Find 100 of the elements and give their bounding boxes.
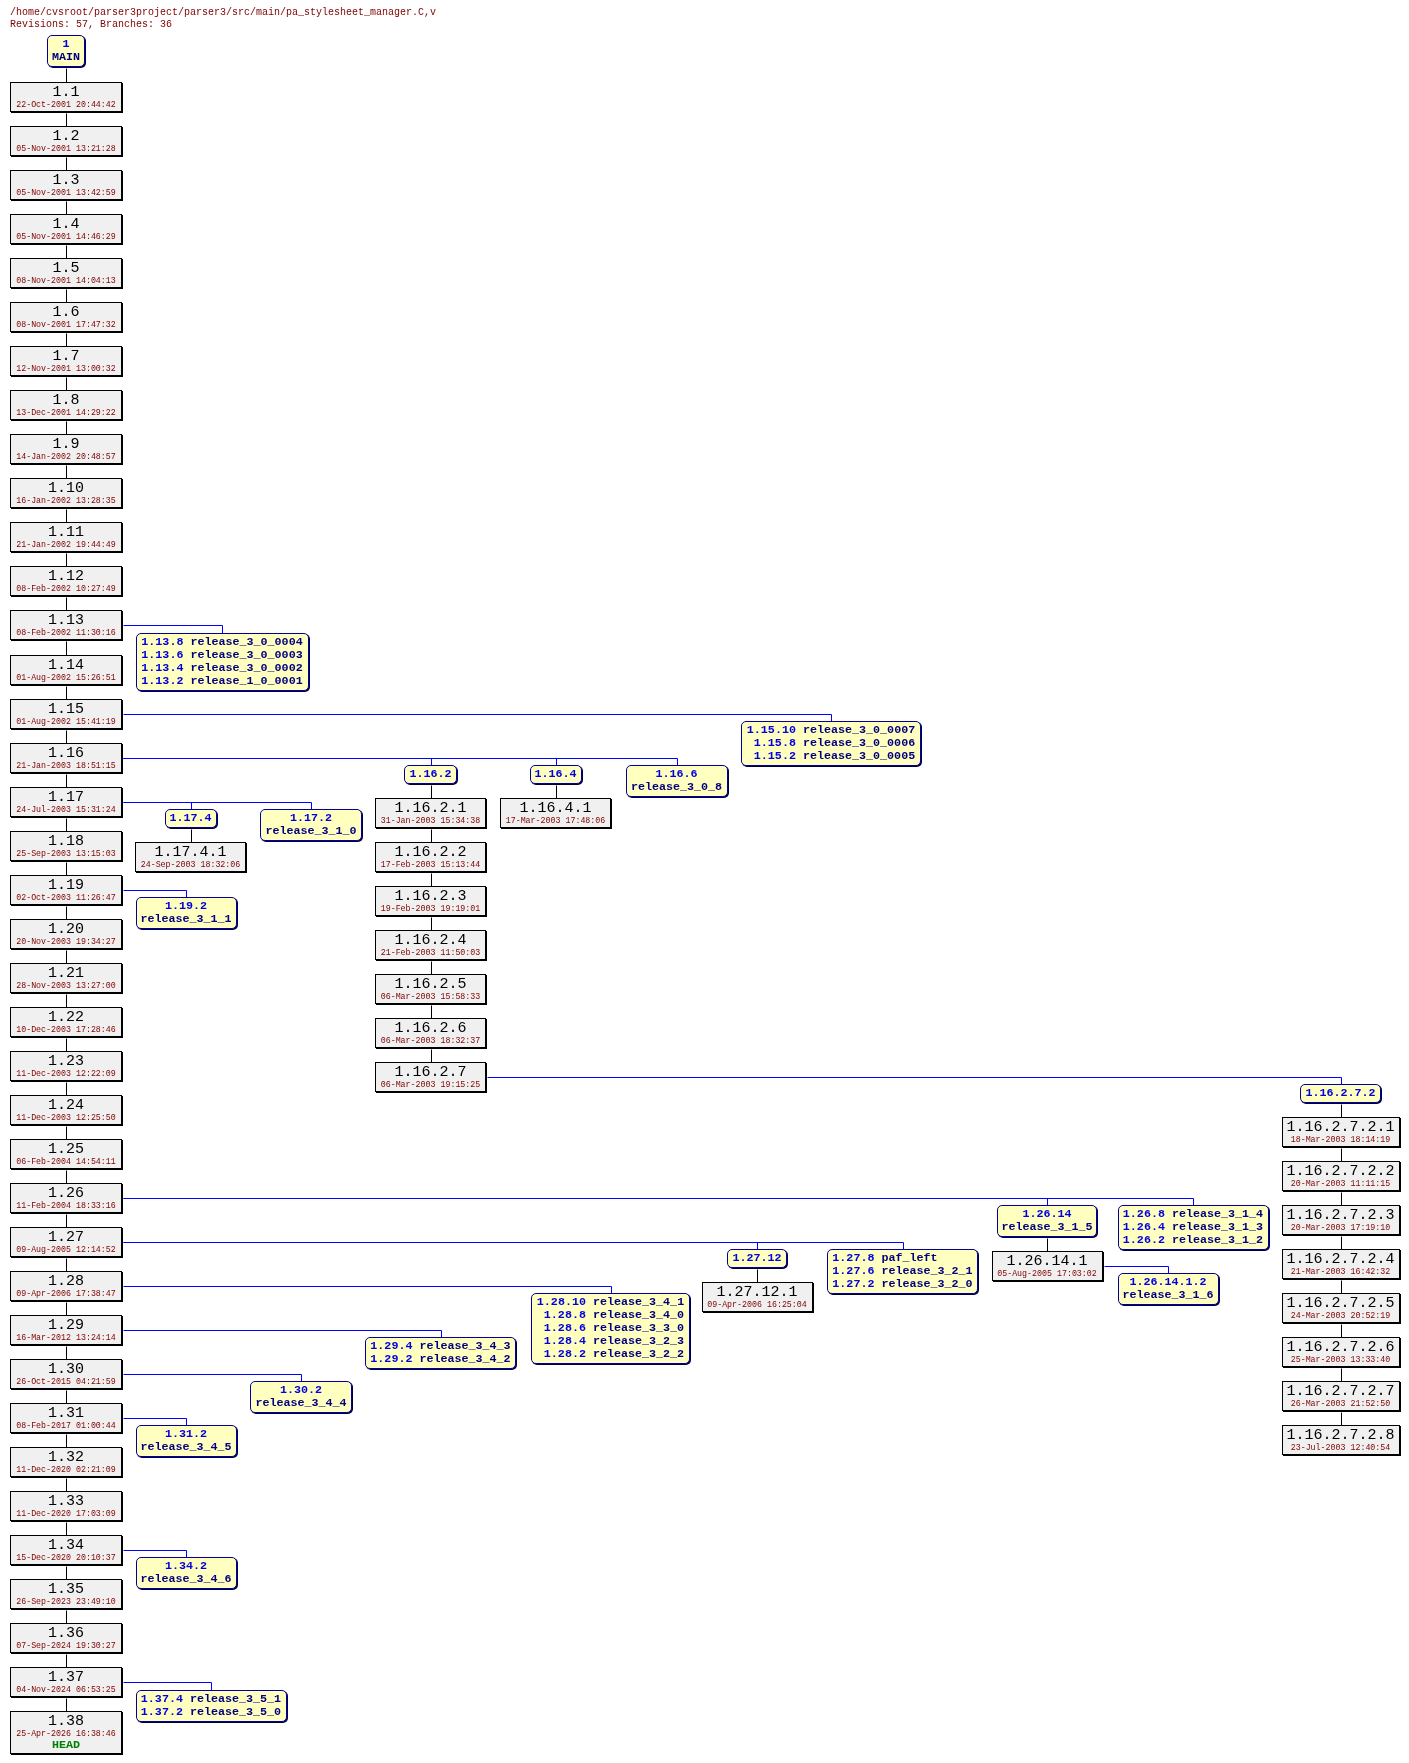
- revision-box: [10, 82, 122, 112]
- revision-box: [375, 797, 486, 828]
- connector-line: [66, 1434, 67, 1448]
- revision-number: 1.17.4.1: [154, 844, 227, 860]
- revision-box: [10, 522, 122, 553]
- revision-date: 31-Jan-2003 15:34:38: [380, 815, 481, 826]
- revision-date: 06-Mar-2003 19:15:25: [380, 1079, 481, 1090]
- tag-label: 1.13.8 release_3_0_0004: [141, 635, 303, 649]
- tag-box: [164, 808, 217, 828]
- tag-label: 1.15.2 release_3_0_0005: [753, 749, 916, 763]
- revision-number: 1.23: [48, 1053, 84, 1069]
- connector-line: [66, 1654, 67, 1668]
- connector-line: [1341, 1192, 1342, 1206]
- connector-line: [123, 1330, 442, 1338]
- revision-date: 08-Nov-2001 17:47:32: [16, 320, 116, 331]
- tag-label: 1.13.6 release_3_0_0003: [141, 648, 303, 662]
- connector-line: [66, 1038, 67, 1052]
- revision-date: 16-Mar-2012 13:24:14: [16, 1333, 116, 1344]
- connector-line: [66, 994, 67, 1008]
- revision-date: 05-Nov-2001 13:42:59: [16, 188, 116, 199]
- connector-line: [431, 873, 432, 887]
- revision-box: [10, 1006, 122, 1037]
- tag-box: [365, 1337, 516, 1370]
- tag-box: [404, 764, 457, 784]
- connector-line: [1341, 1368, 1342, 1382]
- revision-box: [10, 170, 122, 201]
- revision-number: 1.29: [48, 1318, 84, 1334]
- revision-date: 15-Dec-2020 20:10:37: [16, 1553, 116, 1564]
- tag-label: 1.26.2 release_3_1_2: [1122, 1234, 1264, 1247]
- revision-box: [375, 1061, 486, 1092]
- revision-box: [10, 1623, 122, 1654]
- revision-date: 05-Nov-2001 13:21:28: [16, 144, 116, 155]
- revision-number: 1.26.14.1: [1006, 1254, 1088, 1269]
- connector-line: [123, 714, 832, 722]
- revision-box: [1281, 1204, 1400, 1235]
- tag-label: 1.37.2 release_3_5_0: [140, 1705, 282, 1719]
- connector-line: [1047, 1238, 1048, 1252]
- tag-label: 1.16.4: [534, 767, 577, 781]
- revision-date: 21-Jan-2002 19:44:49: [16, 540, 116, 551]
- connector-line: [1341, 1280, 1342, 1294]
- revision-number: 1.31: [48, 1406, 84, 1422]
- tag-label: 1.13.2 release_1_0_0001: [141, 674, 303, 688]
- tag-label: 1.27.8 paf_left: [832, 1252, 938, 1266]
- tag-label: release_3_1_0: [265, 824, 357, 838]
- connector-line: [66, 686, 67, 700]
- tag-label: 1.31.2: [164, 1428, 208, 1442]
- revision-box: [10, 918, 122, 949]
- revision-number: 1.37: [48, 1670, 84, 1686]
- revision-date: 25-Apr-2026 16:38:46: [16, 1729, 116, 1740]
- revision-number: 1.16.4.1: [519, 800, 592, 816]
- tag-label: 1.29.4 release_3_4_3: [370, 1340, 511, 1354]
- revision-box: [10, 258, 122, 289]
- connector-line: [66, 597, 67, 611]
- connector-line: [431, 961, 432, 975]
- revision-date: 24-Mar-2003 20:52:19: [1290, 1310, 1391, 1321]
- revision-date: 01-Aug-2002 15:41:19: [16, 716, 116, 727]
- revision-box: [10, 1403, 122, 1434]
- connector-line: [191, 829, 192, 843]
- revision-box: [10, 1183, 122, 1213]
- connector-line: [66, 818, 67, 832]
- revision-date: 19-Feb-2003 19:19:01: [380, 903, 481, 914]
- revision-date: 08-Feb-2002 11:30:16: [16, 628, 116, 639]
- connector-line: [66, 1610, 67, 1624]
- revision-date: 28-Nov-2003 13:27:00: [16, 980, 116, 991]
- revision-date: 23-Jul-2003 12:40:54: [1290, 1443, 1391, 1454]
- connector-line: [66, 333, 67, 347]
- connector-line: [123, 1682, 212, 1691]
- tag-label: 1.19.2: [164, 899, 208, 913]
- revision-number: 1.10: [48, 481, 84, 497]
- revision-number: 1.33: [48, 1494, 84, 1510]
- revision-box: [10, 478, 122, 509]
- tag-label: release_3_4_5: [140, 1441, 232, 1455]
- revision-date: 05-Aug-2005 17:03:02: [997, 1269, 1097, 1279]
- tag-box: [997, 1205, 1097, 1237]
- revision-number: 1.18: [48, 833, 84, 849]
- revision-box: [10, 1579, 122, 1610]
- revision-date: 24-Jul-2003 15:31:24: [16, 804, 116, 815]
- revision-number: 1.16.2.7.2.5: [1286, 1295, 1395, 1311]
- connector-line: [1341, 1412, 1342, 1426]
- revision-box: [10, 1138, 122, 1169]
- connector-line: [1341, 1324, 1342, 1338]
- revision-number: 1.14: [48, 657, 84, 673]
- revision-date: 17-Feb-2003 15:13:44: [380, 859, 481, 870]
- tag-label: 1.16.2: [409, 767, 452, 781]
- file-path: /home/cvsroot/parser3project/parser3/src/main/pa_stylesheet_manager.C,v: [10, 7, 437, 19]
- revision-date: 26-Sep-2023 23:49:10: [16, 1597, 116, 1608]
- revision-box: [10, 434, 122, 465]
- revision-number: 1.38: [48, 1714, 84, 1730]
- connector-line: [431, 1005, 432, 1019]
- revision-number: 1.26: [48, 1186, 84, 1201]
- connector-line: [431, 829, 432, 843]
- revision-date: 17-Mar-2003 17:48:06: [505, 815, 606, 826]
- connector-line: [66, 1082, 67, 1096]
- revision-number: 1.11: [48, 525, 84, 541]
- revision-date: 20-Mar-2003 11:11:15: [1290, 1178, 1391, 1189]
- tag-label: 1.28.10 release_3_4_1: [536, 1296, 685, 1310]
- connector-line: [431, 785, 432, 799]
- revision-date: 18-Mar-2003 18:14:19: [1290, 1134, 1391, 1145]
- revision-date: 22-Oct-2001 20:44:42: [16, 100, 116, 110]
- connector-line: [431, 917, 432, 931]
